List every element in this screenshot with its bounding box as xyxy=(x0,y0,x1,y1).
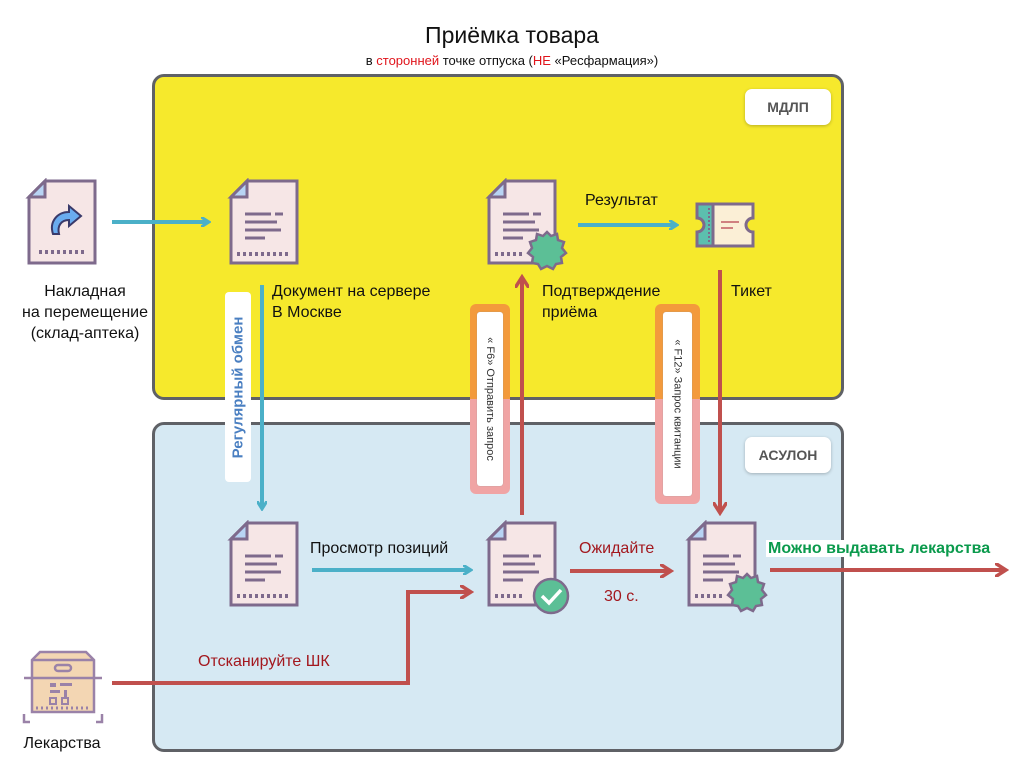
document-icon xyxy=(227,520,299,607)
invoice-label-line: на перемещение xyxy=(22,304,148,321)
ticket-label: Тикет xyxy=(731,283,772,300)
medicines-label: Лекарства xyxy=(23,735,101,752)
document-seal-icon xyxy=(485,178,568,271)
document-share-icon xyxy=(25,178,97,265)
wait-time-label: 30 с. xyxy=(604,588,639,605)
page-subtitle: в сторонней точке отпуска (НЕ «Ресфармац… xyxy=(0,53,1024,68)
subtitle-middle: точке отпуска ( xyxy=(439,53,533,68)
zone-badge-asulon: АСУЛОН xyxy=(745,437,831,473)
invoice-label-line: Накладная xyxy=(44,283,126,300)
arrow-scan xyxy=(112,592,470,685)
document-seal-icon xyxy=(685,520,768,613)
server-doc-label-line: Документ на сервере xyxy=(272,283,431,300)
zone-badge-mdlp: МДЛП xyxy=(745,89,831,125)
confirmation-label-line: Подтверждение xyxy=(542,283,661,300)
page-title: Приёмка товара xyxy=(425,22,599,48)
confirmation-label: Подтверждение приёма xyxy=(542,281,660,323)
subtitle-highlight-third-party: сторонней xyxy=(376,53,440,68)
can-dispense-text: Можно выдавать лекарства xyxy=(766,540,993,557)
request-receipt-button[interactable]: « F12» Запрос квитанции xyxy=(663,312,692,496)
ticket-icon xyxy=(695,202,755,248)
can-dispense-label: Можно выдавать лекарства xyxy=(766,538,993,559)
confirmation-label-line: приёма xyxy=(542,304,598,321)
invoice-label-line: (склад-аптека) xyxy=(30,325,140,342)
regular-exchange-tag: Регулярный обмен xyxy=(225,292,251,482)
document-icon xyxy=(227,178,299,265)
subtitle-highlight-not: НЕ xyxy=(532,53,551,68)
invoice-label: Накладная на перемещение (склад-аптека) xyxy=(0,281,170,344)
server-doc-label-line: В Москве xyxy=(272,304,342,321)
server-doc-label: Документ на сервере В Москве xyxy=(272,281,430,323)
subtitle-prefix: в xyxy=(365,53,377,68)
document-check-icon xyxy=(485,520,570,615)
wait-label: Ожидайте xyxy=(579,540,655,557)
view-positions-label: Просмотр позиций xyxy=(310,540,449,557)
scan-barcode-label: Отсканируйте ШК xyxy=(198,653,330,670)
send-request-button[interactable]: « F6» Отправить запрос xyxy=(477,312,503,486)
result-label: Результат xyxy=(585,192,658,209)
barcode-box-icon xyxy=(22,650,104,724)
subtitle-suffix: «Ресфармация») xyxy=(550,53,659,68)
